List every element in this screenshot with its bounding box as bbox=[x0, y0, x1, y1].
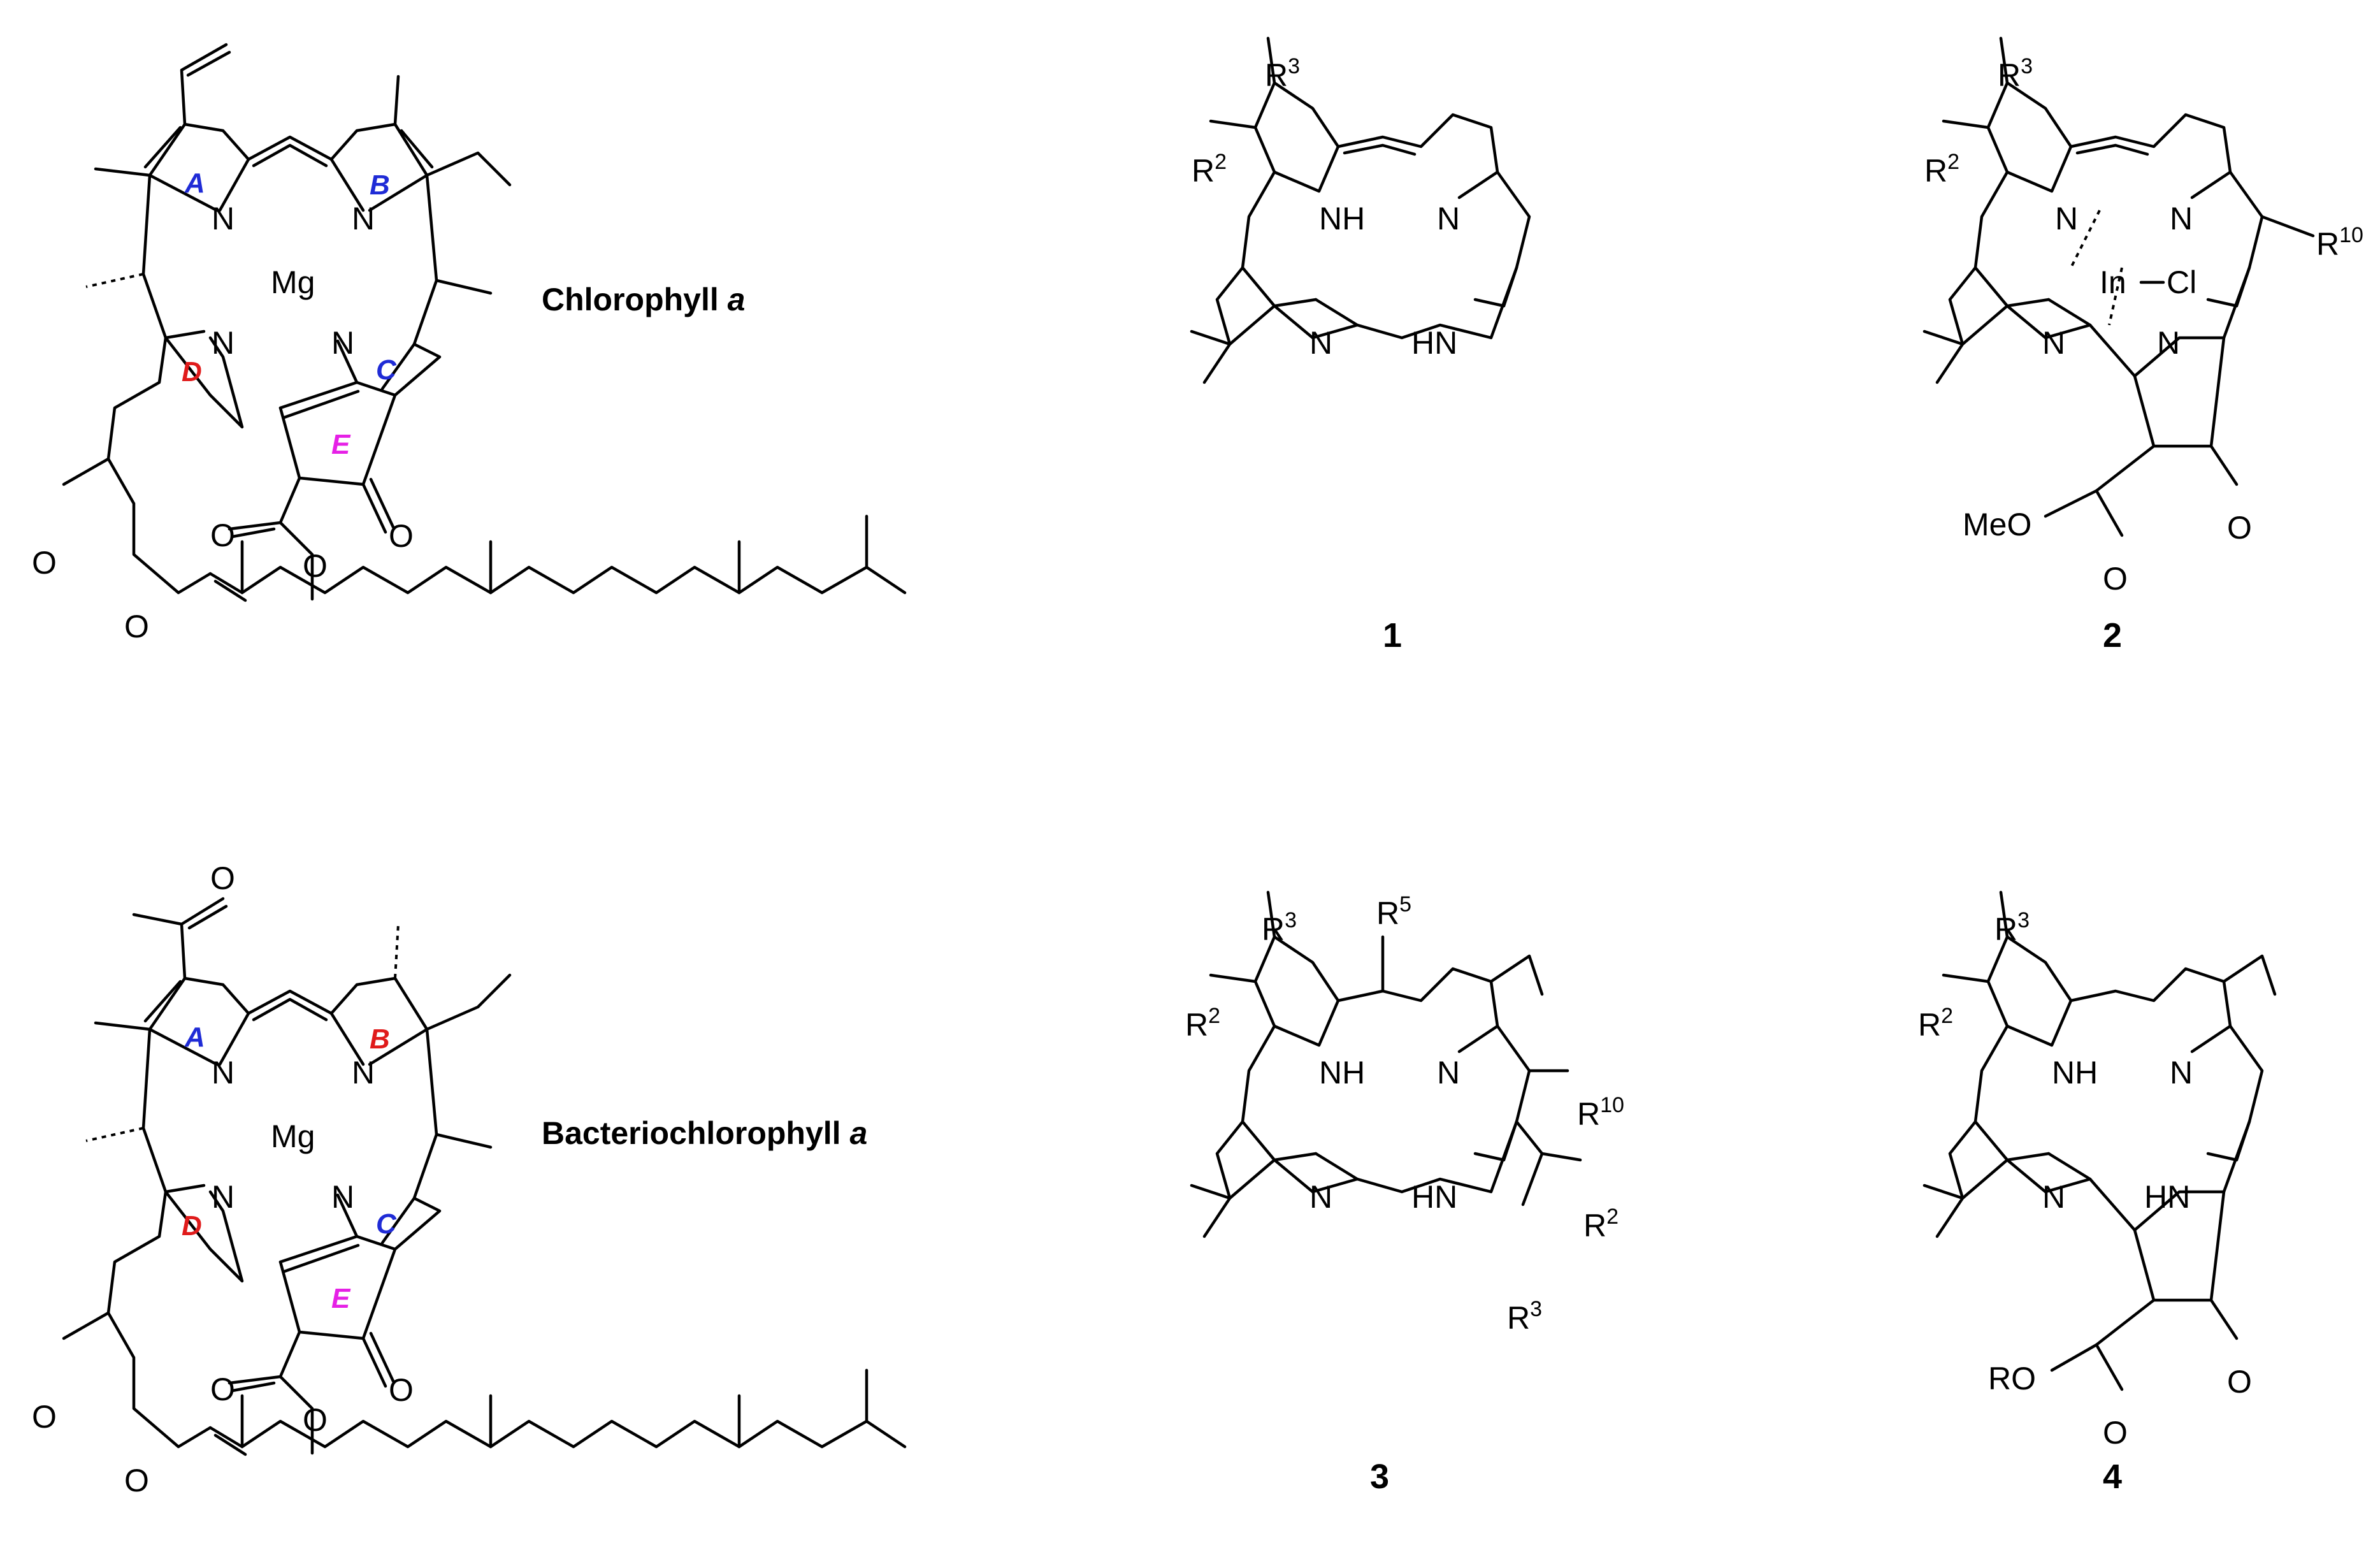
ring-b-bonds bbox=[329, 122, 429, 212]
c3-r5: R5 bbox=[1376, 892, 1411, 931]
c1-r3: R3 bbox=[1265, 54, 1300, 93]
c3-r2-left: R2 bbox=[1185, 1004, 1220, 1043]
c3-r10: R10 bbox=[1577, 1093, 1624, 1132]
chl-n-d: N bbox=[212, 325, 234, 361]
chl-n-c: N bbox=[331, 325, 354, 361]
bchl-chain-o2: O bbox=[124, 1463, 149, 1498]
compound-4-structure bbox=[1922, 890, 2277, 1391]
c3-r2-right: R2 bbox=[1583, 1205, 1619, 1243]
c1-r2: R2 bbox=[1192, 150, 1227, 189]
bacteriochlorophyll-a-title: Bacteriochlorophyll a bbox=[542, 1115, 867, 1151]
c2-n-b: N bbox=[2170, 201, 2193, 236]
compound-3-structure bbox=[1190, 890, 1582, 1238]
bchl-acetyl-o: O bbox=[210, 860, 235, 896]
bchl-ring-b-label: B bbox=[370, 1024, 390, 1055]
chlorophyll-a-title: Chlorophyll a bbox=[542, 282, 745, 317]
bchl-ring-a-label: A bbox=[184, 1022, 205, 1053]
c3-nh: NH bbox=[1319, 1055, 1365, 1090]
c3-r3-bottom: R3 bbox=[1507, 1297, 1542, 1336]
compound-1-label: 1 bbox=[1383, 616, 1402, 655]
c1-hn: HN bbox=[1411, 325, 1457, 361]
c2-n-a: N bbox=[2055, 201, 2078, 236]
chl-chain-o2: O bbox=[124, 609, 149, 644]
c4-ketone-o: O bbox=[2227, 1364, 2252, 1400]
c2-cl: Cl bbox=[2167, 264, 2196, 300]
c2-r10: R10 bbox=[2316, 223, 2363, 262]
bchl-ring-e-label: E bbox=[331, 1283, 351, 1314]
bchl-n-a: N bbox=[212, 1055, 234, 1090]
chlorophyll-a-structure bbox=[62, 43, 907, 602]
c2-meo: MeO bbox=[1963, 507, 2031, 542]
c4-n-top: N bbox=[2170, 1055, 2193, 1090]
c4-hn: HN bbox=[2144, 1179, 2190, 1215]
chl-ring-c-label: C bbox=[376, 354, 397, 386]
bchl-n-b: N bbox=[352, 1055, 375, 1090]
compound-3-label: 3 bbox=[1370, 1458, 1389, 1496]
compound-2-structure bbox=[1922, 36, 2315, 537]
c3-r3-top: R3 bbox=[1262, 908, 1297, 947]
c2-n-d: N bbox=[2042, 325, 2065, 361]
bchl-ketone-o: O bbox=[389, 1372, 414, 1408]
c4-ester-o: O bbox=[2103, 1415, 2128, 1451]
c1-nh: NH bbox=[1319, 201, 1365, 236]
bchl-ester-o1: O bbox=[210, 1372, 235, 1407]
chl-ring-b-label: B bbox=[370, 170, 390, 201]
c4-ro: RO bbox=[1988, 1361, 2036, 1396]
c4-n-bottom: N bbox=[2042, 1179, 2065, 1215]
c4-r3: R3 bbox=[1994, 908, 2030, 947]
c2-ketone-o: O bbox=[2227, 510, 2252, 546]
chl-mg: Mg bbox=[271, 264, 315, 300]
bchl-ring-c-label: C bbox=[376, 1208, 397, 1240]
ring-a-bonds bbox=[148, 122, 250, 212]
c2-in: In bbox=[2100, 264, 2126, 300]
chl-n-a: N bbox=[212, 201, 234, 236]
compound-1-structure bbox=[1190, 36, 1531, 384]
bacteriochlorophyll-a-structure bbox=[62, 897, 907, 1456]
chl-ketone-o: O bbox=[389, 518, 414, 554]
c2-n-c: N bbox=[2157, 325, 2180, 361]
compound-2-label: 2 bbox=[2103, 616, 2122, 655]
c4-r2: R2 bbox=[1918, 1004, 1953, 1043]
c2-r3: R3 bbox=[1998, 54, 2033, 93]
compound-4-label: 4 bbox=[2103, 1458, 2122, 1496]
c2-r2: R2 bbox=[1924, 150, 1959, 189]
chl-n-b: N bbox=[352, 201, 375, 236]
chl-ester-o1: O bbox=[210, 518, 235, 553]
chl-ring-d-label: D bbox=[182, 356, 202, 388]
bchl-mg: Mg bbox=[271, 1119, 315, 1154]
bchl-n-c: N bbox=[331, 1179, 354, 1215]
chl-ring-e-label: E bbox=[331, 429, 351, 460]
chl-ester-o2: O bbox=[303, 548, 328, 584]
c3-n-bottom: N bbox=[1309, 1179, 1332, 1215]
bchl-chain-o1: O bbox=[32, 1399, 57, 1435]
c3-hn: HN bbox=[1411, 1179, 1457, 1215]
ring-e-bonds bbox=[278, 393, 397, 486]
c1-n-bottom: N bbox=[1309, 325, 1332, 361]
bchl-ester-o2: O bbox=[303, 1402, 328, 1438]
chl-chain-o1: O bbox=[32, 545, 57, 581]
c4-nh: NH bbox=[2052, 1055, 2098, 1090]
bchl-ring-d-label: D bbox=[182, 1210, 202, 1242]
c2-ester-o: O bbox=[2103, 561, 2128, 597]
chl-ring-a-label: A bbox=[184, 168, 205, 199]
bchl-n-d: N bbox=[212, 1179, 234, 1215]
c3-n-top: N bbox=[1437, 1055, 1460, 1090]
c1-n-top: N bbox=[1437, 201, 1460, 236]
